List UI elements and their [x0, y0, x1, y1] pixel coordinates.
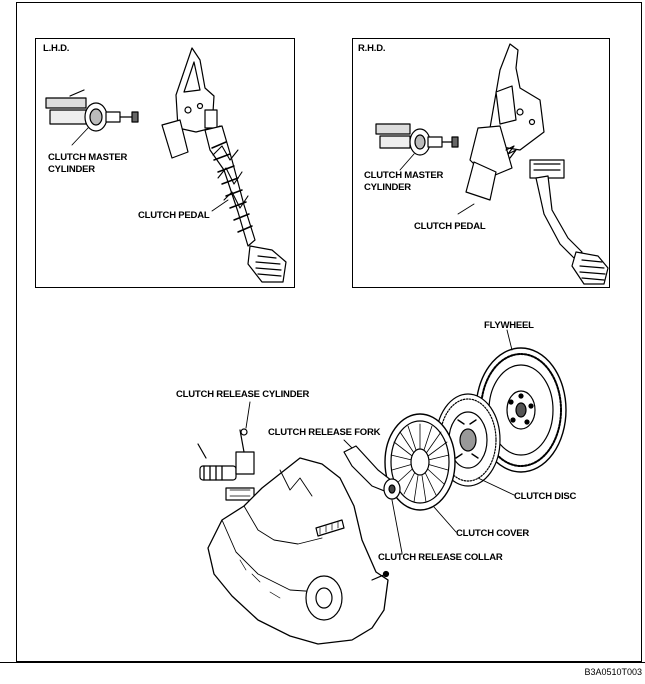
transmission-case-drawing: [207, 457, 390, 645]
lhd-panel: [35, 38, 295, 288]
release-cylinder-label: CLUTCH RELEASE CYLINDER: [176, 389, 310, 400]
lhd-pedal-drawing: [161, 47, 287, 283]
clutch-cover-drawing: [384, 413, 456, 511]
lhd-master-cylinder-drawing: [45, 89, 139, 132]
lhd-title: L.H.D.: [43, 43, 70, 54]
release-collar-label: CLUTCH RELEASE COLLAR: [378, 552, 503, 563]
lhd-pedal-label: CLUTCH PEDAL: [138, 210, 210, 221]
release-cylinder-drawing: [197, 428, 255, 501]
lhd-master-cylinder-label-1: CLUTCH MASTER: [48, 152, 128, 163]
figure-code: B3A0510T003: [584, 667, 642, 677]
page-frame: [16, 2, 642, 662]
rhd-panel: [352, 38, 610, 288]
flywheel-label: FLYWHEEL: [484, 320, 534, 331]
footer-rule: [0, 662, 645, 663]
clutch-disc-label: CLUTCH DISC: [514, 491, 577, 502]
rhd-master-cylinder-label-2: CYLINDER: [364, 182, 411, 193]
clutch-cover-label: CLUTCH COVER: [456, 528, 530, 539]
rhd-master-cylinder-drawing: [375, 123, 459, 156]
rhd-title: R.H.D.: [358, 43, 386, 54]
release-fork-label: CLUTCH RELEASE FORK: [268, 427, 381, 438]
rhd-pedal-drawing: [465, 43, 609, 285]
rhd-pedal-label: CLUTCH PEDAL: [414, 221, 486, 232]
rhd-master-cylinder-label-1: CLUTCH MASTER: [364, 170, 444, 181]
lhd-master-cylinder-label-2: CYLINDER: [48, 164, 95, 175]
release-fork-drawing: [343, 445, 401, 500]
